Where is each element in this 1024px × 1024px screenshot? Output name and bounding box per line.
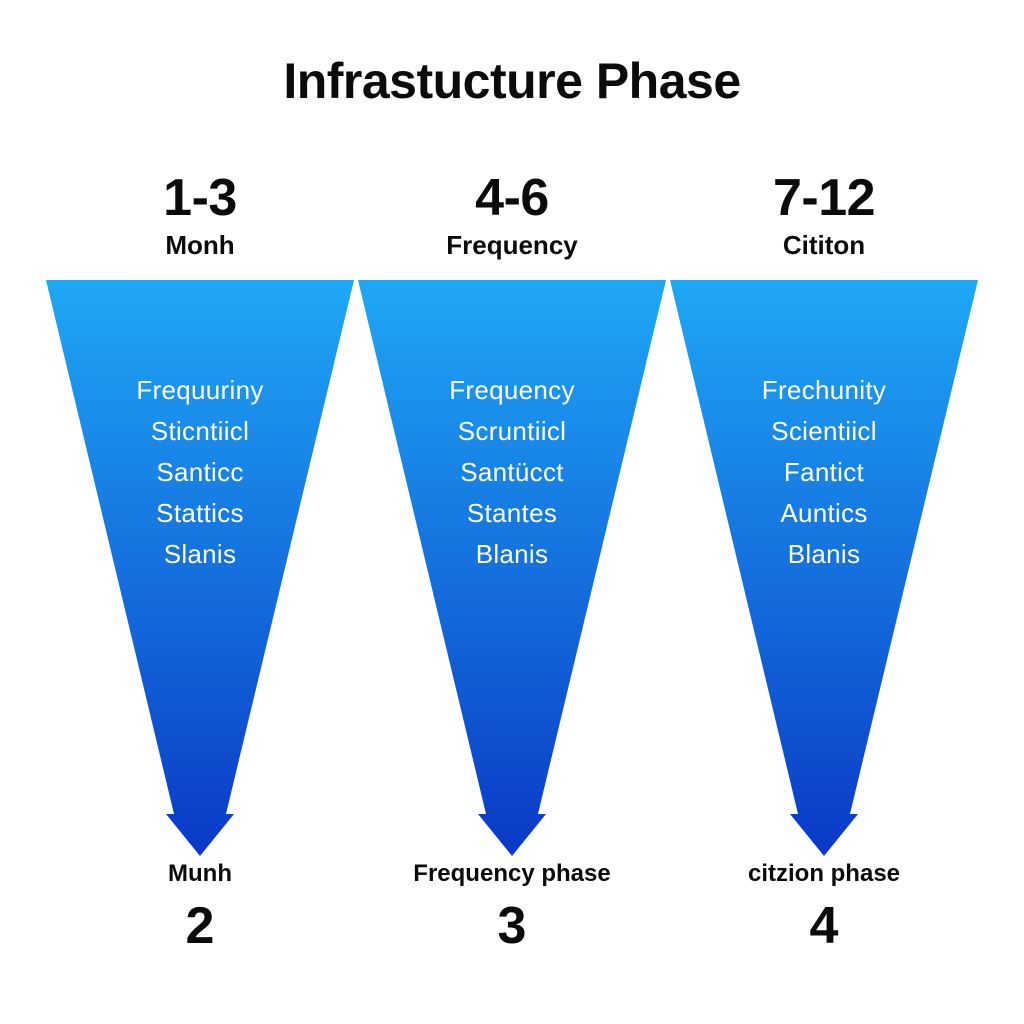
phase-range: 1-3 <box>163 169 237 227</box>
phase-item: Santicc <box>156 457 244 487</box>
phase-label: Munh <box>168 860 232 887</box>
funnel-arrow <box>356 278 668 858</box>
phase-column-3: 7-12 Cititon Frechunity Scientiicl Fanti… <box>668 0 980 1024</box>
phase-column-1: 1-3 Monh Frequuriny Sticntiicl Santicc S… <box>44 0 356 1024</box>
phase-number: 2 <box>185 897 215 955</box>
phase-item: Slanis <box>163 539 237 569</box>
phase-range-label: Frequency <box>446 230 578 260</box>
phase-item-list: Frequency Scruntiicl Santücct Stantes Bl… <box>356 370 668 575</box>
phase-item: Auntics <box>780 498 868 528</box>
phase-item: Frechunity <box>761 375 887 405</box>
phase-item: Fantict <box>783 457 865 487</box>
phase-item: Blanis <box>475 539 549 569</box>
phase-item: Scruntiicl <box>457 416 567 446</box>
phase-column-2: 4-6 Frequency Frequency Scruntiicl Santü… <box>356 0 668 1024</box>
phase-item: Stantes <box>466 498 558 528</box>
phase-item: Blanis <box>787 539 861 569</box>
funnel-arrow-shape <box>670 280 978 856</box>
phase-label: Frequency phase <box>413 860 611 887</box>
phase-number: 4 <box>809 897 839 955</box>
phase-range: 7-12 <box>772 169 876 227</box>
phase-item: Stattics <box>156 498 244 528</box>
phase-range-label: Cititon <box>782 230 866 260</box>
funnel-arrow-shape <box>358 280 666 856</box>
phase-item: Frequuriny <box>136 375 264 405</box>
phase-item: Scientiicl <box>771 416 877 446</box>
diagram-title: Infrastucture Phase <box>283 53 741 109</box>
funnel-arrow <box>44 278 356 858</box>
phase-label: citzion phase <box>747 860 901 887</box>
phase-item: Sticntiicl <box>150 416 250 446</box>
phase-range: 4-6 <box>475 169 549 227</box>
funnel-arrow <box>668 278 980 858</box>
phase-item: Santücct <box>460 457 564 487</box>
phase-item: Frequency <box>449 375 575 405</box>
phase-item-list: Frechunity Scientiicl Fantict Auntics Bl… <box>668 370 980 575</box>
phase-item-list: Frequuriny Sticntiicl Santicc Stattics S… <box>44 370 356 575</box>
phase-number: 3 <box>497 897 527 955</box>
phase-range-label: Monh <box>165 230 235 260</box>
funnel-arrow-shape <box>46 280 354 856</box>
